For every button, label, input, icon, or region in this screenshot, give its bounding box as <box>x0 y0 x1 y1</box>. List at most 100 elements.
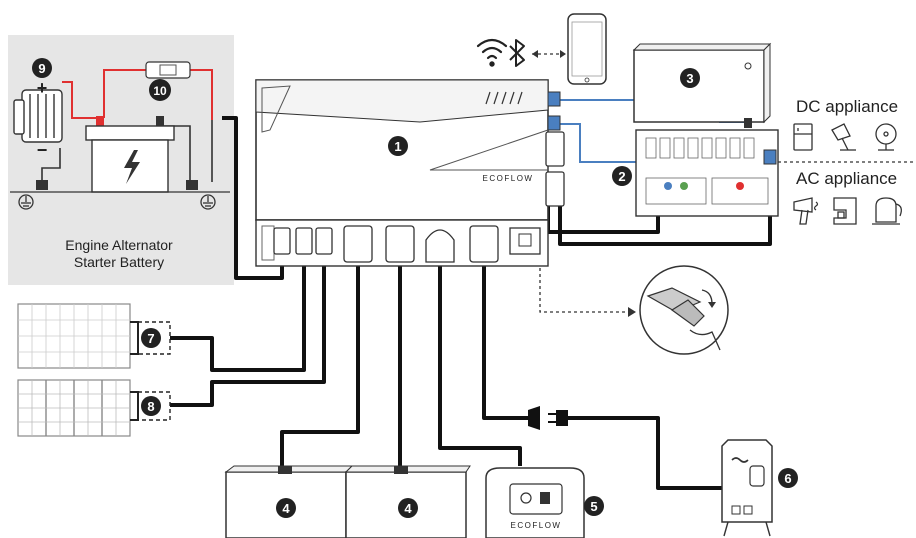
extra-battery-1-port <box>278 466 292 474</box>
lightning-icon <box>124 150 140 184</box>
coffee-maker-icon <box>833 197 857 225</box>
power-hub-brand: ECOFLOW <box>483 174 534 183</box>
distribution-can-port <box>763 149 777 165</box>
terminal-blue <box>664 182 672 190</box>
shore-power-port <box>469 225 499 263</box>
battery-positive-terminal <box>96 116 104 126</box>
badge-5: 5 <box>584 496 604 516</box>
terminal-green <box>680 182 688 190</box>
dc-device-connector <box>744 118 752 128</box>
hairdryer-icon <box>793 197 819 225</box>
cable-battery-4a <box>280 264 360 472</box>
power-hub: ECOFLOW <box>255 79 565 267</box>
shore-power-leg <box>723 521 729 537</box>
cable-solar-7 <box>170 264 306 372</box>
ground-icon <box>18 194 34 210</box>
distribution-panel <box>635 129 779 217</box>
red-wire-2 <box>103 69 148 118</box>
dashed-switch <box>539 262 628 313</box>
cable-generator <box>438 264 522 466</box>
generator-display <box>540 492 550 504</box>
battery-port-2 <box>385 225 415 263</box>
battery-negative-terminal <box>156 116 164 126</box>
power-hub-vents <box>485 91 523 105</box>
solar-port-2 <box>315 227 333 255</box>
plug-connector <box>528 406 568 430</box>
ac-wave-icon <box>731 457 749 463</box>
solar-panel-portable-grid <box>18 380 130 436</box>
dashed-group <box>532 53 916 313</box>
shore-power-socket <box>749 465 765 487</box>
solar-port-1 <box>295 227 313 255</box>
hand-icon <box>689 329 721 351</box>
badge-9: 9 <box>32 58 52 78</box>
smart-generator: ECOFLOW <box>485 467 585 538</box>
extra-battery-2-port <box>394 466 408 474</box>
alternator-label-line1: Engine Alternator <box>65 237 173 253</box>
fuse-holder <box>145 61 191 79</box>
starter-battery <box>85 116 175 193</box>
dc-device-side <box>763 42 771 124</box>
dc-device-body <box>633 49 765 123</box>
solar-panel-rigid <box>17 303 131 369</box>
can-port-1 <box>547 91 561 107</box>
ac-outlet-socket <box>518 233 532 247</box>
badge-3: 3 <box>680 68 700 88</box>
badge-10-text: 10 <box>153 84 167 98</box>
dc-device-button <box>744 62 752 70</box>
switch-body <box>670 299 705 327</box>
dc-device-top <box>632 43 772 51</box>
badge-4b-text: 4 <box>404 501 412 516</box>
ground-icon <box>200 194 216 210</box>
shore-power-station <box>721 439 773 537</box>
can-port-2 <box>547 115 561 131</box>
cable-alternator <box>222 116 284 280</box>
badge-4a: 4 <box>276 498 296 518</box>
badge-4a-text: 4 <box>282 501 290 516</box>
red-wire-3 <box>190 69 213 120</box>
lamp-icon <box>831 123 856 151</box>
dc-appliance-label: DC appliance <box>796 97 898 116</box>
dashed-arrow-head <box>628 307 636 317</box>
smartphone <box>567 13 607 85</box>
generator-port <box>425 229 455 263</box>
cable-dist-2 <box>558 200 772 246</box>
alternator-label-line2: Starter Battery <box>74 254 164 270</box>
badge-7-text: 7 <box>147 331 154 346</box>
kettle-icon <box>872 197 902 225</box>
badge-1: 1 <box>388 136 408 156</box>
solar-connectors <box>130 321 171 421</box>
alternator-port <box>273 227 291 255</box>
bt-arrow-left <box>532 50 538 58</box>
ground-post <box>186 180 198 190</box>
badge-4b: 4 <box>398 498 418 518</box>
badge-5-text: 5 <box>590 499 597 514</box>
rotate-arrow-head <box>708 302 716 308</box>
black-wire-3 <box>41 148 61 186</box>
ground-post <box>36 180 48 190</box>
shore-power-indicator <box>743 505 753 515</box>
badge-6-text: 6 <box>784 471 791 486</box>
bluetooth-icon <box>509 39 525 67</box>
shore-power-leg <box>765 521 771 537</box>
alternator <box>13 89 63 143</box>
fuse-element <box>159 64 177 76</box>
alternator-pulley <box>13 99 25 135</box>
shore-power-body <box>721 439 773 523</box>
fridge-icon <box>793 123 813 151</box>
badge-7: 7 <box>141 328 161 348</box>
red-wire-1 <box>62 81 100 119</box>
switch-detail <box>639 265 729 355</box>
plus-label: + <box>37 78 48 98</box>
minus-label: − <box>37 140 48 160</box>
badge-1-text: 1 <box>394 139 401 154</box>
cable-shore-b <box>568 416 722 490</box>
dc-device <box>632 42 772 128</box>
badge-3-text: 3 <box>686 71 693 86</box>
badge-9-text: 9 <box>38 61 45 76</box>
battery-top <box>85 125 175 141</box>
solar-panel-portable <box>17 379 131 437</box>
power-hub-top-face <box>255 79 549 123</box>
badge-8-text: 8 <box>147 399 154 414</box>
